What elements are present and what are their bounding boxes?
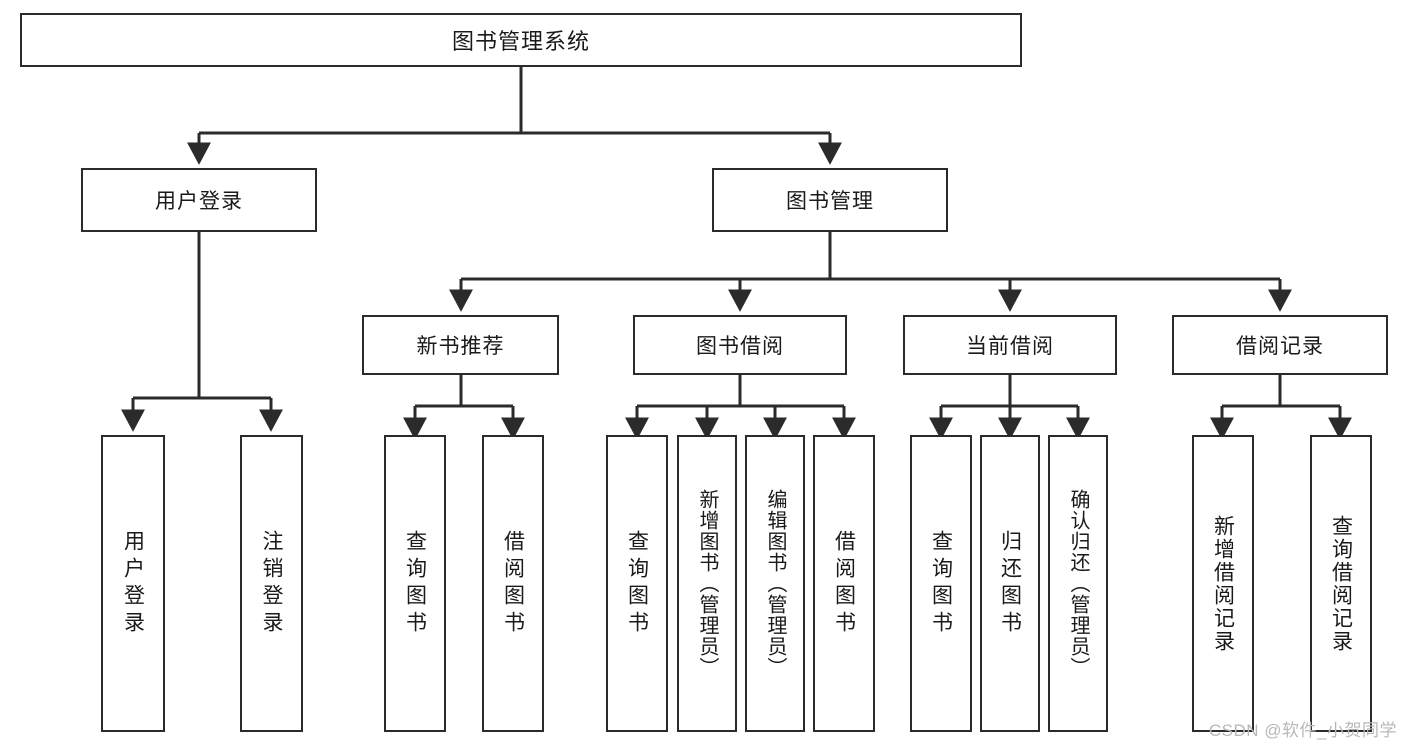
node-label: 确认归还（管理员） — [1067, 489, 1089, 678]
node-label: 查询图书 — [625, 529, 649, 638]
node-current-borrow[interactable]: 当前借阅 — [903, 315, 1117, 375]
node-label: 新增借阅记录 — [1211, 514, 1235, 653]
leaf-borrow-query-book[interactable]: 查询图书 — [606, 435, 668, 732]
leaf-borrow-edit-book[interactable]: 编辑图书（管理员） — [745, 435, 805, 732]
node-label: 借阅图书 — [832, 529, 856, 638]
node-label: 图书借阅 — [696, 335, 784, 358]
node-label: 归还图书 — [998, 529, 1022, 638]
leaf-recommend-query-book[interactable]: 查询图书 — [384, 435, 446, 732]
node-label: 用户登录 — [121, 529, 145, 638]
node-borrow-record[interactable]: 借阅记录 — [1172, 315, 1388, 375]
node-label: 查询图书 — [403, 529, 427, 638]
leaf-user-login-logout[interactable]: 注销登录 — [240, 435, 303, 732]
node-book-management[interactable]: 图书管理 — [712, 168, 948, 232]
node-label: 用户登录 — [155, 190, 243, 213]
leaf-current-return-book[interactable]: 归还图书 — [980, 435, 1040, 732]
node-new-book-recommend[interactable]: 新书推荐 — [362, 315, 559, 375]
leaf-record-query-record[interactable]: 查询借阅记录 — [1310, 435, 1372, 732]
node-label: 查询借阅记录 — [1329, 514, 1353, 653]
node-label: 注销登录 — [260, 529, 283, 638]
node-label: 借阅图书 — [501, 529, 525, 638]
leaf-current-confirm-return[interactable]: 确认归还（管理员） — [1048, 435, 1108, 732]
node-label: 图书管理 — [786, 190, 874, 213]
leaf-recommend-borrow-book[interactable]: 借阅图书 — [482, 435, 544, 732]
node-label: 查询图书 — [929, 529, 953, 638]
node-label: 图书管理系统 — [451, 29, 590, 54]
node-label: 新书推荐 — [416, 335, 505, 358]
node-book-borrow[interactable]: 图书借阅 — [633, 315, 847, 375]
node-label: 当前借阅 — [966, 335, 1054, 358]
node-label: 新增图书（管理员） — [696, 489, 718, 678]
node-label: 借阅记录 — [1236, 335, 1324, 358]
node-user-login[interactable]: 用户登录 — [81, 168, 317, 232]
leaf-borrow-borrow-book[interactable]: 借阅图书 — [813, 435, 875, 732]
watermark-text: CSDN @软件_小贺同学 — [1208, 721, 1397, 740]
node-root-system[interactable]: 图书管理系统 — [20, 13, 1022, 67]
node-label: 编辑图书（管理员） — [764, 489, 786, 678]
leaf-record-add-record[interactable]: 新增借阅记录 — [1192, 435, 1254, 732]
leaf-borrow-add-book[interactable]: 新增图书（管理员） — [677, 435, 737, 732]
leaf-user-login-login[interactable]: 用户登录 — [101, 435, 165, 732]
leaf-current-query-book[interactable]: 查询图书 — [910, 435, 972, 732]
